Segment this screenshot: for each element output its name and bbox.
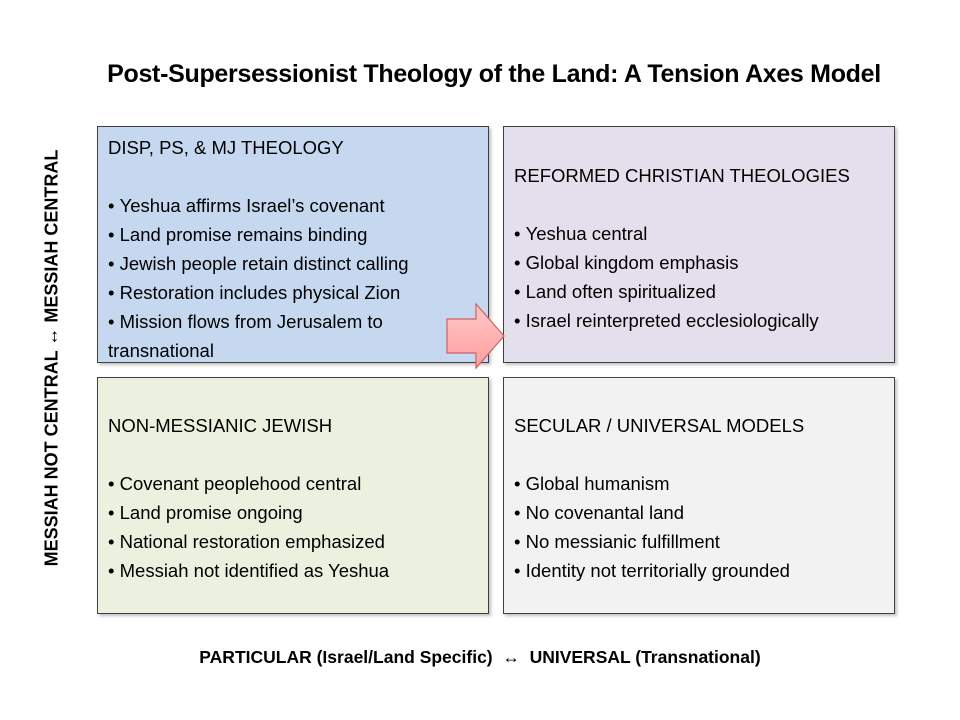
quadrant-heading: SECULAR / UNIVERSAL MODELS [514,415,805,436]
list-item: Land promise ongoing [108,498,478,527]
x-axis-label: PARTICULAR (Israel/Land Specific) ↔ UNIV… [199,647,761,667]
list-item: Covenant peoplehood central [108,469,478,498]
quadrant-bottom-left: NON-MESSIANIC JEWISH Covenant peoplehood… [97,377,489,614]
list-item: Land promise remains binding [108,220,478,249]
list-item: No covenantal land [514,498,884,527]
quadrant-top-right: REFORMED CHRISTIAN THEOLOGIES Yeshua cen… [503,126,895,363]
list-item: Israel reinterpreted ecclesiologically [514,306,884,335]
list-item: Land often spiritualized [514,277,884,306]
list-item: Global kingdom emphasis [514,248,884,277]
list-item: Yeshua central [514,219,884,248]
list-item: Messiah not identified as Yeshua [108,556,478,585]
list-item: Mission flows from Jerusalem to transnat… [108,307,448,365]
slide-title: Post-Supersessionist Theology of the Lan… [107,60,881,88]
y-axis-label: MESSIAH NOT CENTRAL ↔ MESSIAH CENTRAL [41,149,62,567]
right-arrow-icon [446,302,505,370]
list-item: No messianic fulfillment [514,527,884,556]
quadrant-heading: REFORMED CHRISTIAN THEOLOGIES [514,165,850,186]
list-item: Restoration includes physical Zion [108,278,478,307]
quadrant-heading: DISP, PS, & MJ THEOLOGY [108,137,344,158]
quadrant-top-left: DISP, PS, & MJ THEOLOGY Yeshua affirms I… [97,126,489,363]
list-item: National restoration emphasized [108,527,478,556]
quadrant-bottom-right: SECULAR / UNIVERSAL MODELS Global humani… [503,377,895,614]
list-item: Yeshua affirms Israel’s covenant [108,191,478,220]
quadrant-heading: NON-MESSIANIC JEWISH [108,415,333,436]
list-item: Jewish people retain distinct calling [108,249,478,278]
list-item: Identity not territorially grounded [514,556,884,585]
list-item: Global humanism [514,469,884,498]
